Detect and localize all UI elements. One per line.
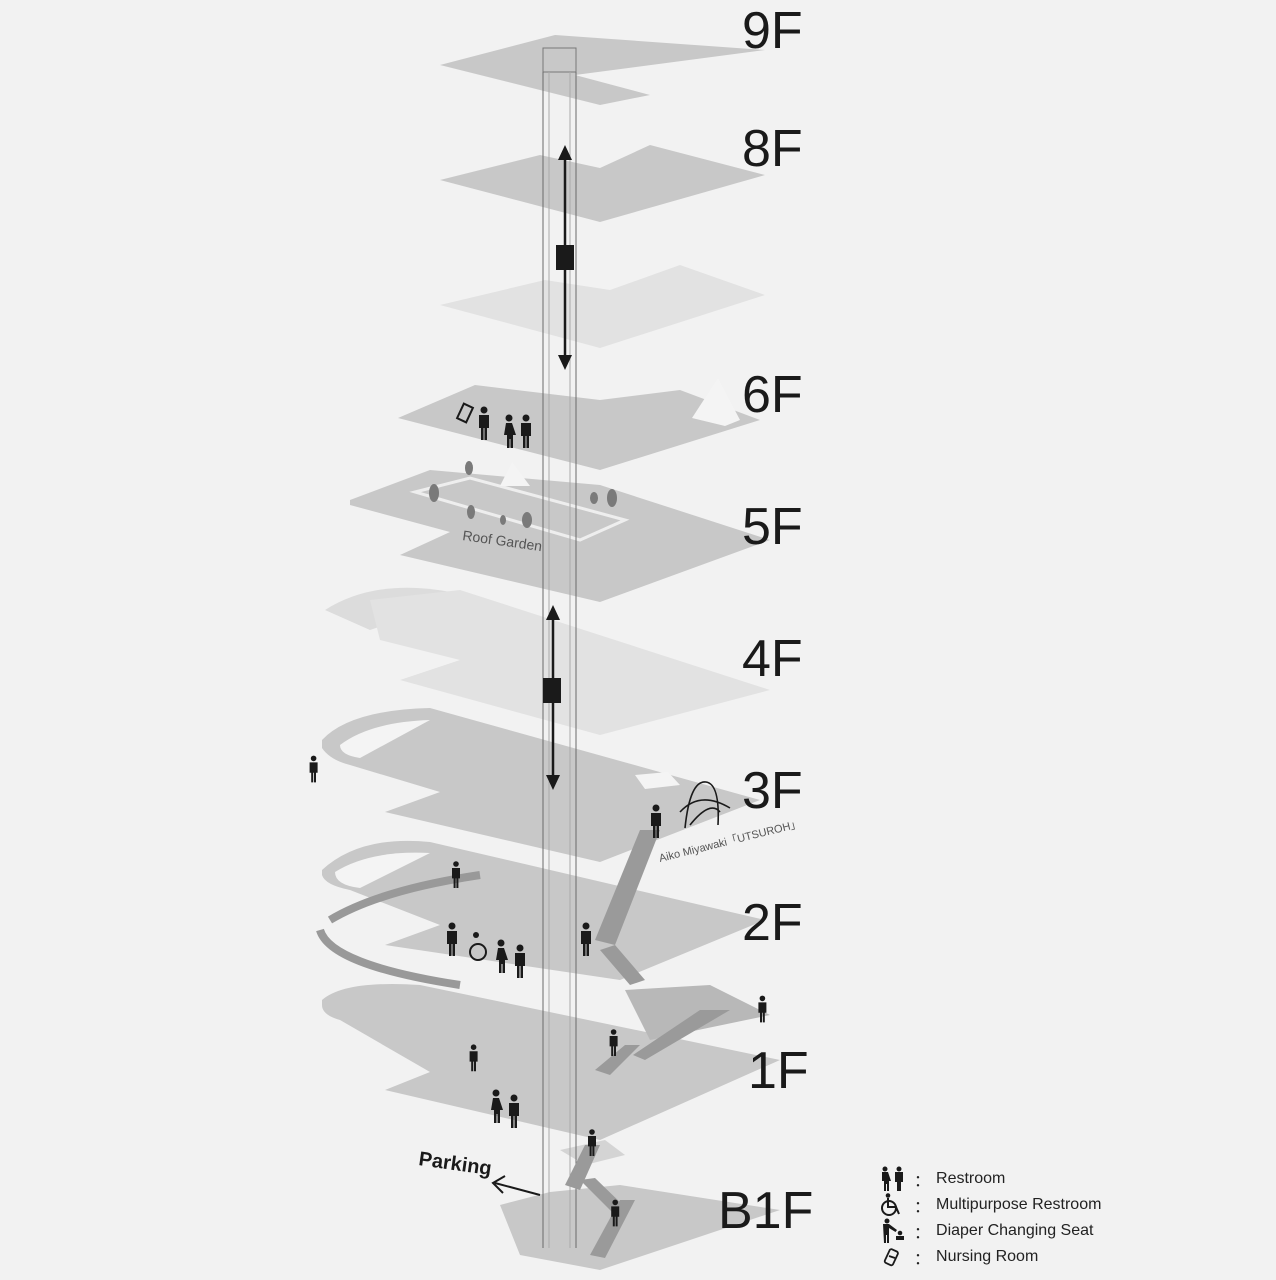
- stairs: [565, 830, 730, 1258]
- floor-label-4f: 4F: [742, 630, 803, 688]
- nursing-room-icon: [872, 1244, 912, 1270]
- floor-label-9f: 9F: [742, 2, 803, 60]
- floor-9f: [440, 35, 765, 105]
- legend-item-restroom: ： Restroom: [872, 1166, 1262, 1192]
- floor-label-3f: 3F: [742, 762, 803, 820]
- legend-separator: ：: [914, 1251, 931, 1268]
- floor-1f: [322, 984, 780, 1140]
- wheelchair-icon: [872, 1192, 912, 1218]
- elevator-car-lower: [543, 605, 561, 790]
- restroom-icon-2f: [447, 922, 525, 978]
- floor-3f: [322, 708, 760, 862]
- legend-item-diaper-changing-seat: ： Diaper Changing Seat: [872, 1218, 1262, 1244]
- parking-arrow: [491, 1175, 541, 1196]
- legend-label: Multipurpose Restroom: [936, 1196, 1102, 1213]
- roof-garden-trees: [429, 461, 617, 528]
- floor-label-2f: 2F: [742, 894, 803, 952]
- legend-separator: ：: [914, 1173, 931, 1190]
- elevator-car-upper: [556, 145, 574, 370]
- floor-label-6f: 6F: [742, 366, 803, 424]
- floor-label-1f: 1F: [748, 1042, 809, 1100]
- restroom-icon-6f: [455, 402, 531, 448]
- artwork-utsuroh-icon: [679, 781, 731, 829]
- floor-label-8f: 8F: [742, 120, 803, 178]
- legend-separator: ：: [914, 1225, 931, 1242]
- legend-label: Restroom: [936, 1170, 1006, 1187]
- floor-label-b1f: B1F: [718, 1182, 813, 1240]
- legend-label: Nursing Room: [936, 1248, 1039, 1265]
- legend-item-multipurpose-restroom: ： Multipurpose Restroom: [872, 1192, 1262, 1218]
- floor-8f: [440, 145, 765, 222]
- restroom-icon: [872, 1166, 912, 1192]
- floor-5f: [350, 462, 770, 602]
- legend: ： Restroom ： Multipurpose Restroom ： Dia…: [872, 1166, 1262, 1270]
- legend-item-nursing-room: ： Nursing Room: [872, 1244, 1262, 1270]
- parking-label: Parking: [417, 1148, 493, 1180]
- diaper-changing-icon: [872, 1218, 912, 1244]
- legend-separator: ：: [914, 1199, 931, 1216]
- legend-label: Diaper Changing Seat: [936, 1222, 1094, 1239]
- floor-7f: [440, 265, 765, 348]
- floor-6f: [398, 378, 760, 470]
- floor-label-5f: 5F: [742, 498, 803, 556]
